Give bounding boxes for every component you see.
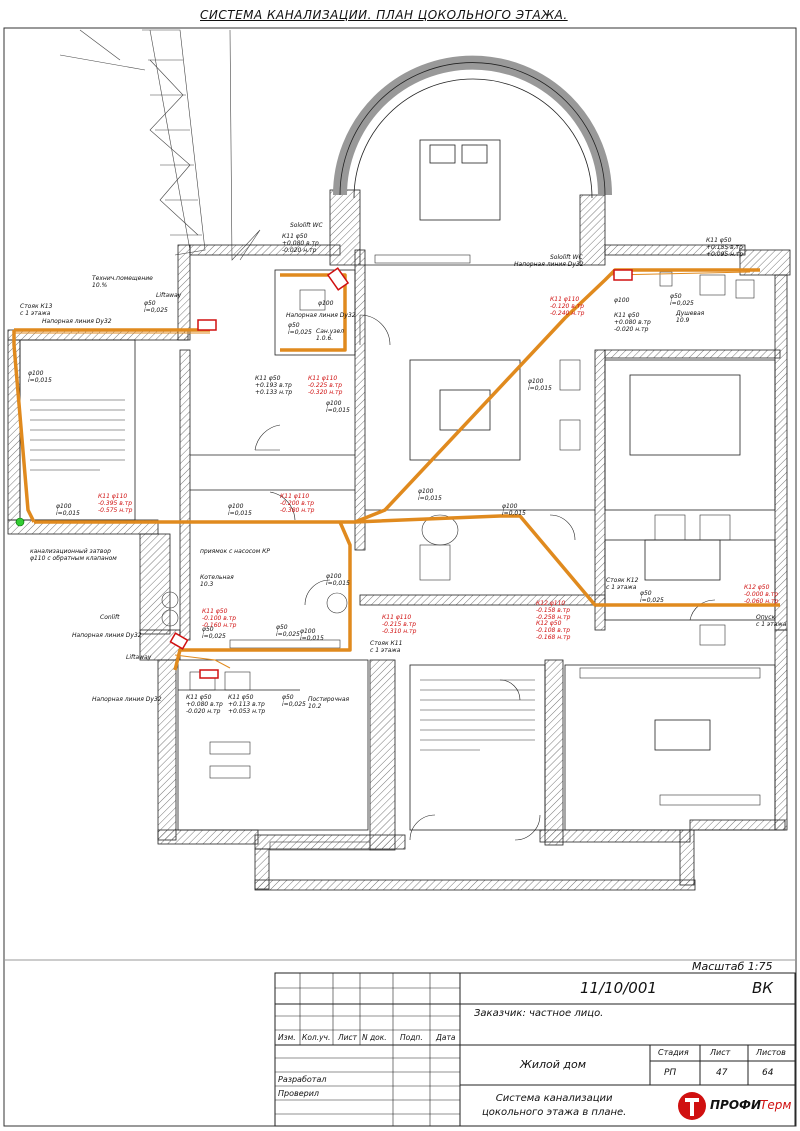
label-k11-3: К11 φ110 -0.225 в.тр -0.320 н.тр [308, 375, 343, 396]
label-slope-9: φ100 i=0,015 [56, 503, 80, 517]
label-pressure-2: Напорная линия Dy32 [286, 312, 356, 319]
label-pressure-1: Напорная линия Dy32 [42, 318, 112, 325]
label-backwater: канализационный затвор φ110 с обратным к… [30, 548, 117, 562]
label-tech-room: Технич.помещение 10.% [92, 275, 153, 289]
label-liftaway-2: Liftaway [126, 654, 152, 661]
logo-text-a: ПРОФИ [710, 1098, 761, 1112]
label-pressure-5: Напорная линия Dy32 [92, 696, 162, 703]
label-k11-12: К11 φ50 +0.113 в.тр +0.053 н.тр [228, 694, 266, 715]
label-liftaway-1: Liftaway [156, 292, 182, 299]
label-k11-2: К11 φ50 +0.193 в.тр +0.133 н.тр [255, 375, 293, 396]
label-k12-1: К12 φ50 -0.000 в.тр -0.060 н.тр [744, 584, 779, 605]
furniture [161, 271, 755, 779]
pressure-lines [14, 271, 751, 669]
label-k11-1: К11 φ50 +0.080 в.тр -0.020 н.тр [282, 233, 319, 254]
label-pit-pump: приямок с насосом КР [200, 548, 271, 555]
label-slope-5: φ50 i=0,025 [670, 293, 694, 307]
scale-label: Масштаб 1:75 [692, 960, 773, 973]
label-k11-8: К11 φ110 -0.200 в.тр -0.380 н.тр [280, 493, 315, 514]
sheet-description: Система канализации цокольного этажа в п… [482, 1093, 627, 1118]
label-slope-14: φ50 i=0,025 [202, 626, 226, 640]
label-laundry-room: Постирочная 10.2 [308, 696, 350, 710]
label-slope-13: φ50 i=0,025 [640, 590, 664, 604]
sheet-frame [3, 27, 797, 1127]
label-boiler-room: Котельная 10.3 [200, 574, 234, 588]
sheet-value: 47 [716, 1068, 728, 1078]
sewer-pipes [12, 268, 780, 671]
label-shower-room: Душевая 10.9 [676, 310, 705, 324]
label-slope-8: φ100 i=0,015 [502, 503, 526, 517]
label-d100-2: φ100 [614, 297, 630, 304]
label-k12-3: К12 φ50 -0.108 в.тр -0.168 н.тр [536, 620, 571, 641]
drawing-title: СИСТЕМА КАНАЛИЗАЦИИ. ПЛАН ЦОКОЛЬНОГО ЭТА… [200, 8, 568, 22]
lattice-structure [59, 29, 261, 261]
label-k11-11: К11 φ50 +0.080 в.тр -0.020 н.тр [186, 694, 223, 715]
head-izm: Изм. [278, 1033, 296, 1042]
label-k11-10: К11 φ110 -0.215 в.тр -0.310 н.тр [382, 614, 417, 635]
label-k11-5: К11 φ50 +0.155 в.тр +0.095 н.тр [706, 237, 744, 258]
label-slope-10: φ100 i=0,015 [228, 503, 252, 517]
label-drop: Опуск с 1 этажа [756, 614, 787, 628]
label-slope-4: φ100 i=0,015 [326, 400, 350, 414]
label-sololift-1: Sololift WC [290, 222, 323, 229]
arched-room [333, 55, 612, 266]
developed-label: Разработал [278, 1075, 327, 1084]
head-list: Лист [338, 1033, 358, 1042]
label-sololift-2: Sololift WC [550, 254, 583, 261]
pump-units [169, 267, 633, 679]
label-slope-7: φ100 i=0,015 [418, 488, 442, 502]
radiators [229, 254, 761, 851]
head-sign: Подп. [400, 1033, 423, 1042]
sheets-head: Листов [756, 1048, 786, 1057]
label-pressure-4: Напорная линия Dy32 [72, 632, 142, 639]
label-slope-12: φ100 i=0,015 [300, 628, 324, 642]
label-k12-2: К12 φ110 -0.158 в.тр -0.258 н.тр [536, 600, 571, 621]
label-k11-4: К11 φ110 -0.120 в.тр -0.240 н.тр [550, 296, 585, 317]
label-conlift: Conlift [100, 614, 120, 621]
stage-head: Стадия [658, 1048, 689, 1057]
customer: Заказчик: частное лицо. [474, 1008, 604, 1019]
label-wc-room: Сан.узел 1.0.6. [316, 328, 344, 342]
stairs [30, 399, 535, 751]
object-name: Жилой дом [520, 1058, 587, 1071]
label-slope-6: φ100 i=0,015 [528, 378, 552, 392]
label-slope-11: φ100 i=0,015 [326, 573, 350, 587]
backwater-valve-icon [15, 517, 25, 527]
label-slope-1: φ50 i=0,025 [144, 300, 168, 314]
label-d100-1: φ100 [318, 300, 334, 307]
label-riser-k12: Стояк К12 с 1 этажа [606, 577, 639, 591]
doc-code: 11/10/001 [580, 979, 657, 997]
head-kol: Кол.уч. [302, 1033, 331, 1042]
walls [7, 189, 791, 891]
label-slope-2: φ50 i=0,025 [288, 322, 312, 336]
company-logo: ПРОФИ Терм [676, 1088, 796, 1124]
head-ndoc: N док. [362, 1033, 387, 1042]
label-slope-3: φ100 i=0,015 [28, 370, 52, 384]
label-k11-7: К11 φ110 -0.395 в.тр -0.575 н.тр [98, 493, 133, 514]
logo-text-b: Терм [760, 1098, 792, 1112]
label-slope-15: φ50 i=0,025 [276, 624, 300, 638]
checked-label: Проверил [278, 1089, 320, 1098]
label-pressure-3: Напорная линия Dy32 [514, 261, 584, 268]
label-riser-k11: Стояк К11 с 1 этажа [370, 640, 403, 654]
label-k11-6: К11 φ50 +0.080 в.тр -0.020 н.тр [614, 312, 651, 333]
sheet-head: Лист [710, 1048, 731, 1057]
label-k11-9: К11 φ50 -0.100 в.тр -0.160 н.тр [202, 608, 237, 629]
head-date: Дата [436, 1033, 456, 1042]
stage-value: РП [664, 1068, 677, 1078]
doc-section: ВК [752, 979, 773, 997]
label-riser-k13: Стояк К13 с 1 этажа [20, 303, 53, 317]
sheets-value: 64 [762, 1068, 774, 1078]
label-slope-16: φ50 i=0,025 [282, 694, 306, 708]
